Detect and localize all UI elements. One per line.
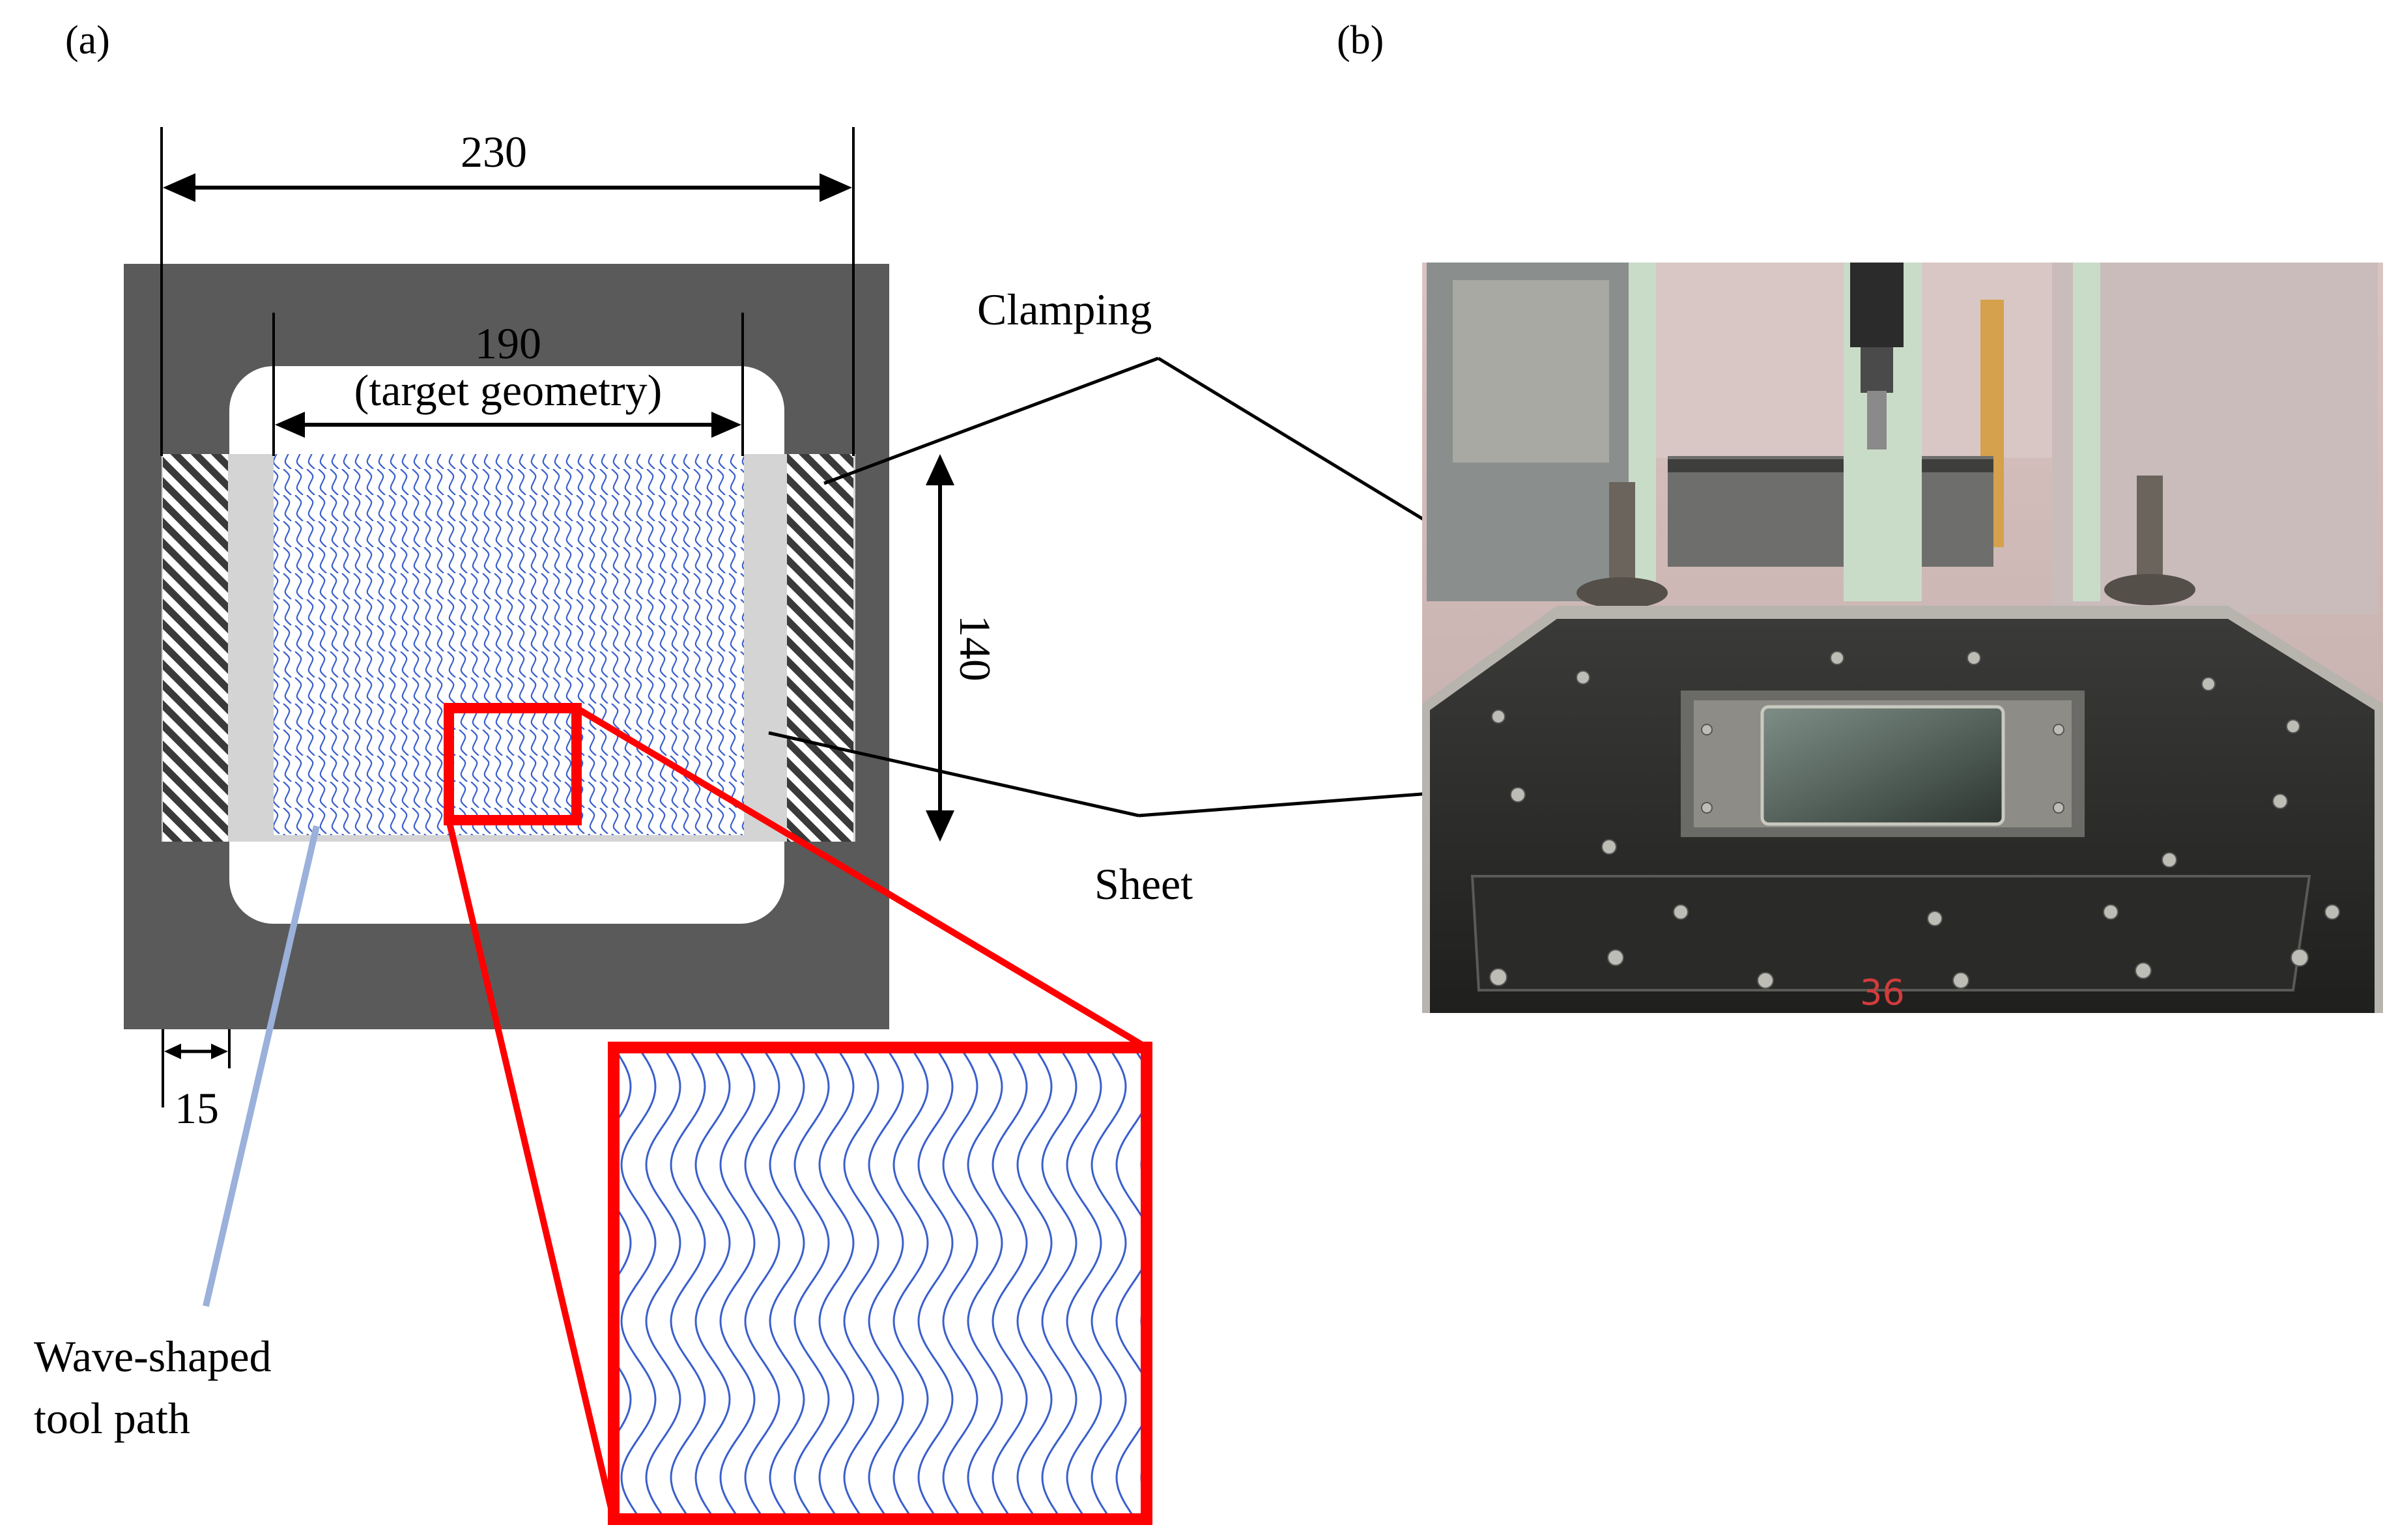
sheet-label: Sheet [1094,859,1193,909]
zoom-wave-line [793,1048,830,1517]
zoom-connector-top [575,705,1149,1051]
dimension-target-width: 190 (target geometry) [272,313,744,456]
zoom-wave-line [769,1048,805,1517]
toolpath-label-line2: tool path [34,1393,190,1443]
zoom-wave-line [1041,1048,1078,1517]
dimension-height: 140 [926,454,1000,842]
zoom-wave-line [1091,1048,1127,1517]
toolpath-label-line1: Wave-shaped [34,1332,272,1381]
zoom-wave-line [892,1048,929,1517]
right-clamp-hatch [787,454,853,842]
panel-a-label: (a) [65,18,110,63]
zoomed-toolpath-inset [547,1042,1152,1525]
photo-plate-marking: 36 [1860,972,1905,1013]
dim-15-label: 15 [175,1083,219,1133]
target-geometry-caption: (target geometry) [354,365,663,415]
toolpath-leader-line [203,825,320,1307]
zoom-wave-line [1115,1048,1147,1517]
zoom-source-box [444,703,582,825]
zoom-wave-line [868,1048,904,1517]
zoom-connector-bottom [446,819,617,1520]
dim-230-label: 230 [461,127,527,177]
zoom-wave-line [694,1048,731,1517]
zoom-wave-line [744,1048,780,1517]
zoom-inset-frame [608,1042,1152,1525]
dim-190-label: 190 [475,319,541,368]
zoom-wave-line [992,1048,1028,1517]
zoom-wave-line [942,1048,978,1517]
zoom-wave-line [719,1048,756,1517]
setup-photograph: 36 [1422,263,2383,1013]
zoom-wave-line [917,1048,954,1517]
clamping-label: Clamping [977,285,1152,334]
zoom-wave-line [670,1048,706,1517]
zoom-wave-line [572,1048,606,1517]
left-clamp-hatch [163,454,228,842]
zoom-wave-line [818,1048,855,1517]
clamping-leader-left [823,356,1159,485]
dimension-clamp-width: 15 [162,1029,231,1133]
zoom-wave-line [967,1048,1003,1517]
zoom-wave-line [1016,1048,1053,1517]
schematic-top-view [124,264,889,1029]
dim-140-label: 140 [950,615,1000,681]
zoom-wave-line [547,1048,581,1517]
sheet-leader-left [768,731,1139,818]
wave-toolpath-area [274,454,744,835]
panel-b-label: (b) [1337,18,1384,63]
zoom-wave-line [620,1048,657,1517]
zoom-wave-line [645,1048,681,1517]
zoom-wave-line [1066,1048,1102,1517]
dimension-outer-width: 230 [160,127,855,456]
zoom-wave-line [843,1048,879,1517]
zoomed-wave-lines [547,1048,1147,1517]
